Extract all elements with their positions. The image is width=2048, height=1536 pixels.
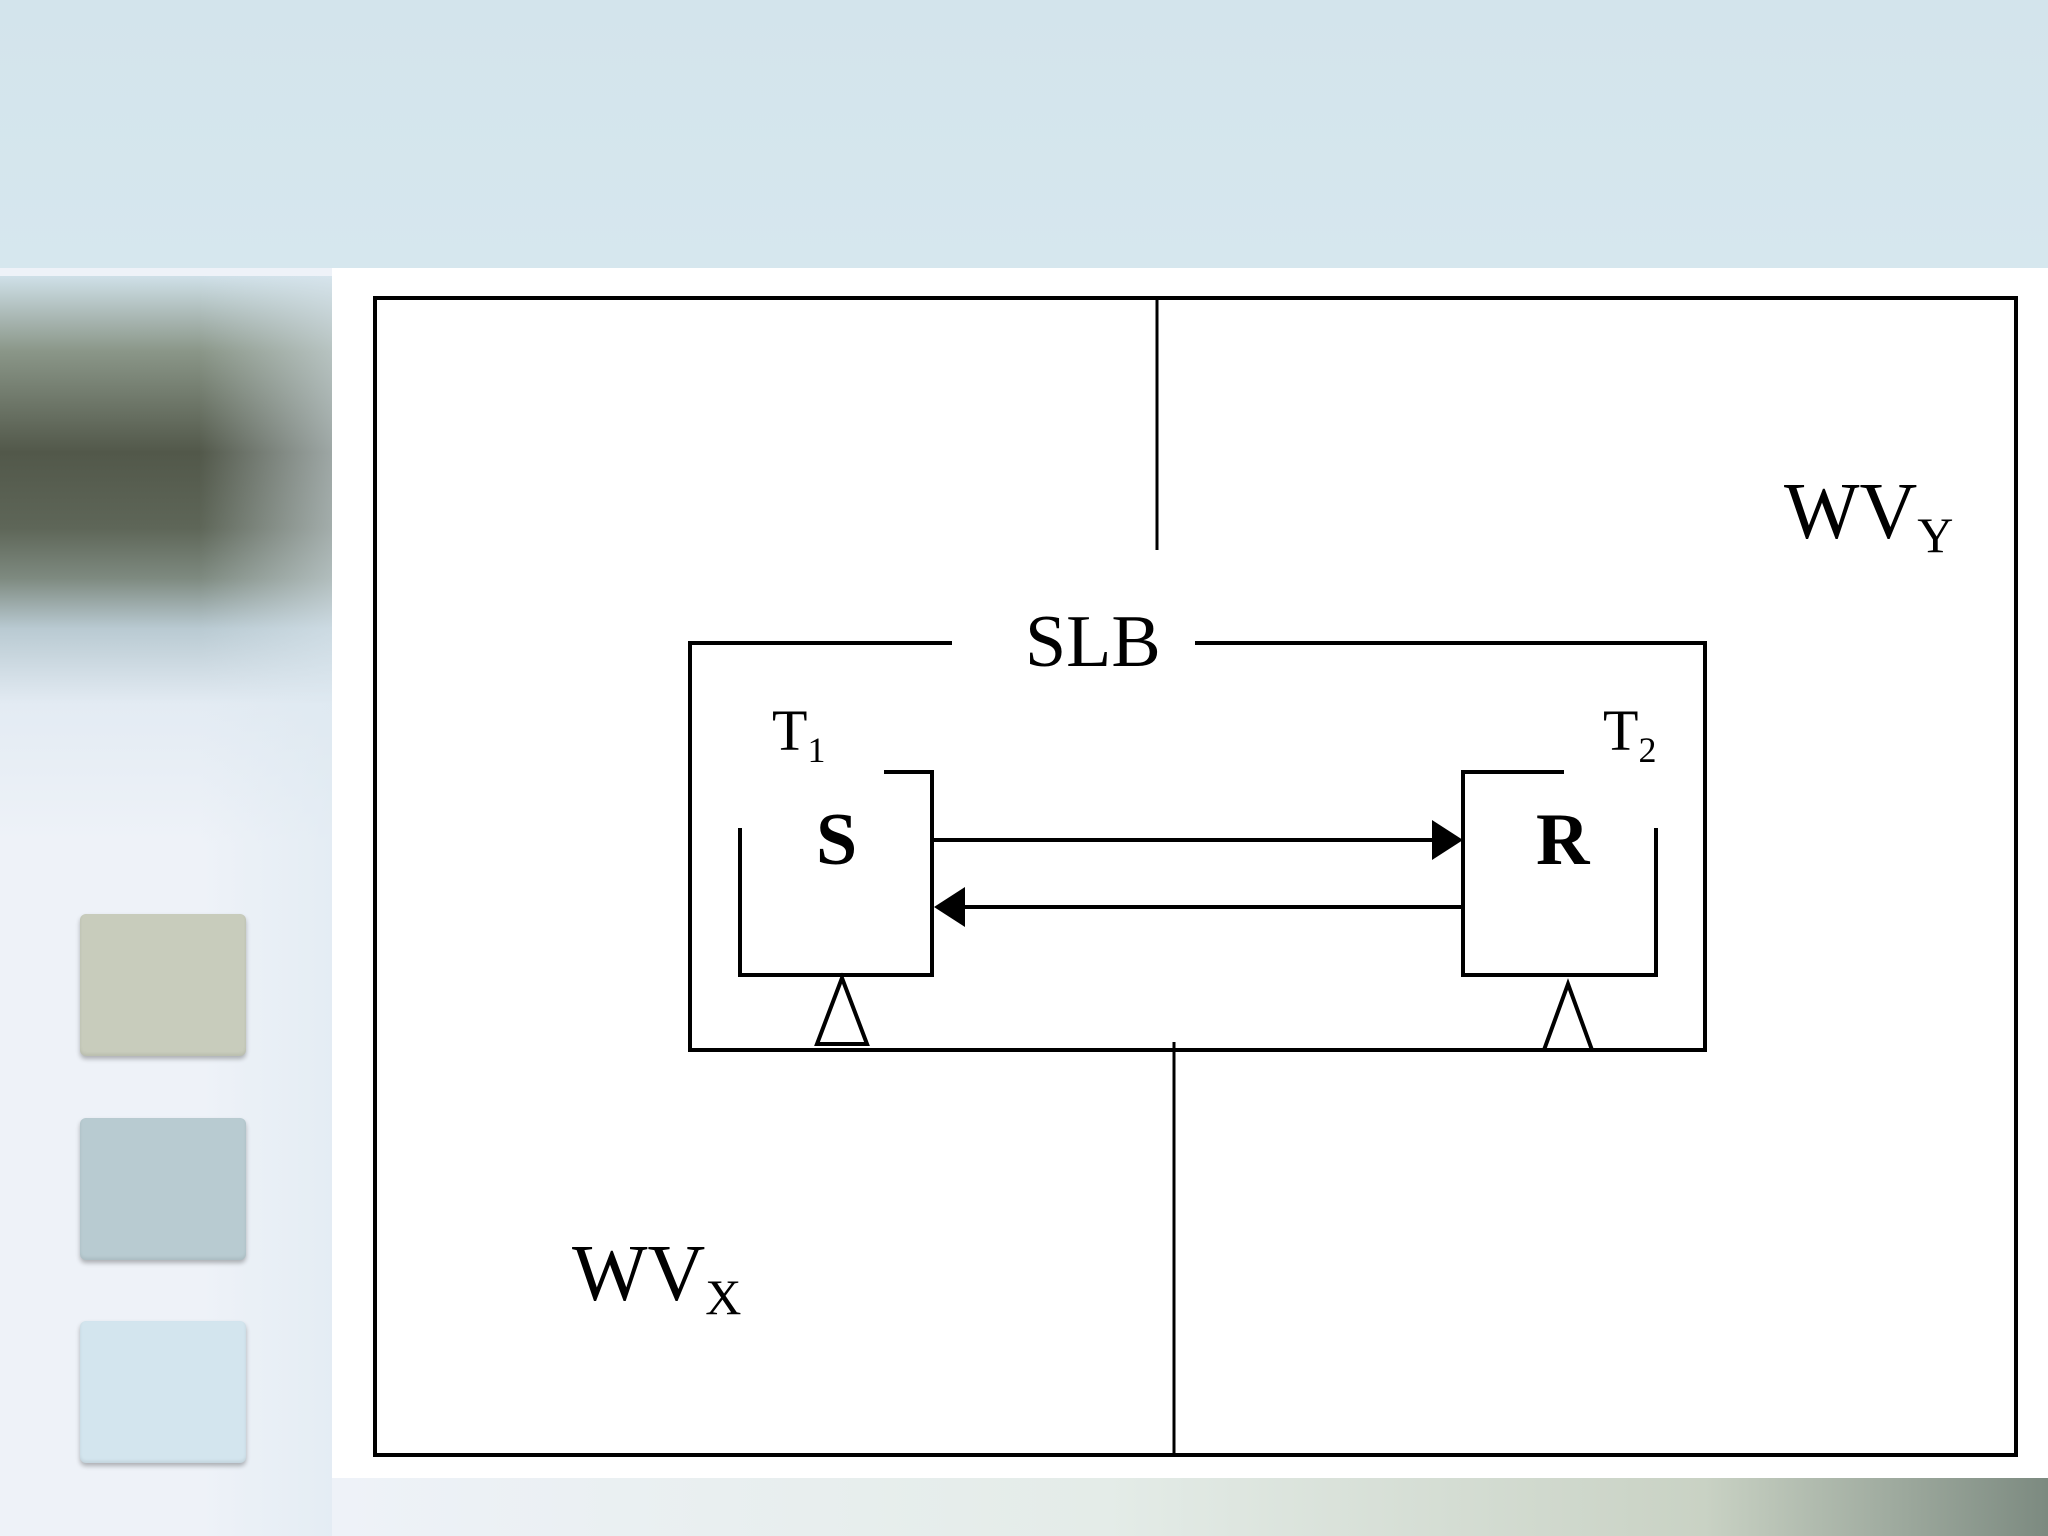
world-view-y-label: WVY: [1784, 468, 1953, 563]
sender-label: S: [816, 799, 857, 881]
swatch-sky: [80, 1321, 246, 1463]
receiver-label: R: [1536, 799, 1591, 881]
communication-diagram: WVY WVX SLB S T1 R T2: [332, 268, 2048, 1478]
sender-tag: T1: [772, 698, 825, 770]
swatch-slate: [80, 1118, 246, 1260]
decorative-bottom-band: [332, 1478, 2048, 1536]
swatch-olive: [80, 914, 246, 1056]
arrowhead-right: [1432, 820, 1463, 860]
arrowhead-left: [934, 887, 965, 927]
sender-pivot-triangle: [817, 978, 867, 1044]
diagram-panel: WVY WVX SLB S T1 R T2: [332, 268, 2048, 1478]
slb-label: SLB: [1025, 601, 1161, 683]
slide-title-band: [0, 0, 2048, 268]
receiver-tag: T2: [1603, 698, 1656, 770]
world-view-x-label: WVX: [572, 1230, 741, 1325]
receiver-pivot-triangle: [1544, 984, 1592, 1050]
